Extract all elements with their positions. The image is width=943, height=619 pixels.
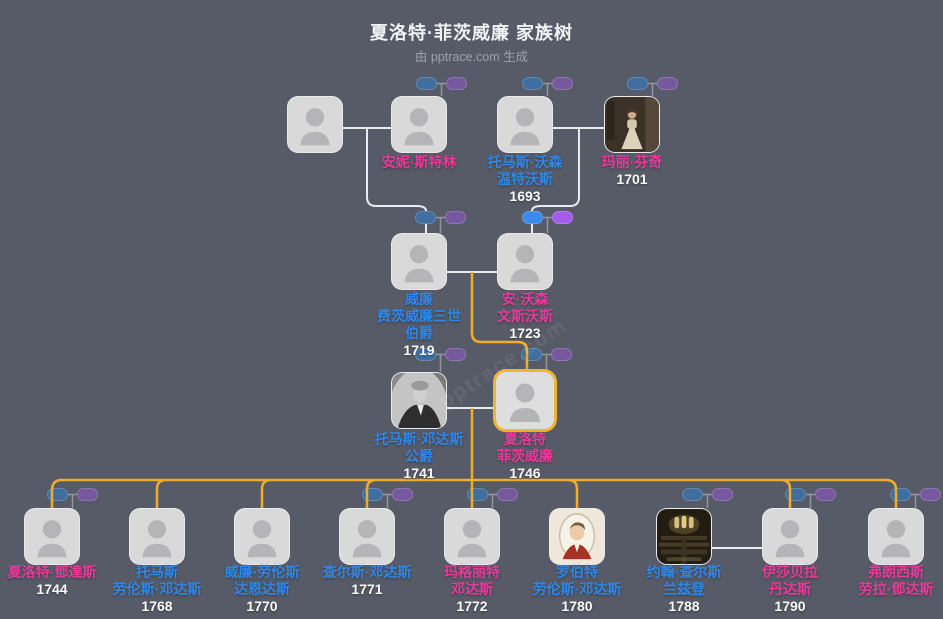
person-card-g2p1[interactable]	[391, 233, 447, 290]
person-label-c9: 弗朗西斯 劳拉·鄧达斯	[858, 564, 934, 597]
person-card-c4[interactable]	[339, 508, 395, 565]
person-card-g1p3[interactable]	[497, 96, 553, 153]
page-title: 夏洛特·菲茨威廉 家族树	[370, 23, 573, 43]
mother-pill[interactable]	[920, 488, 941, 501]
person-silhouette-icon	[881, 520, 911, 558]
person-card-g3p1[interactable]	[391, 372, 447, 429]
person-card-g2p2[interactable]	[497, 233, 553, 290]
person-silhouette-icon	[510, 108, 540, 146]
person-card-c2[interactable]	[129, 508, 185, 565]
person-label-c4: 查尔斯·邓达斯 1771	[322, 564, 412, 597]
father-pill[interactable]	[416, 77, 437, 90]
person-silhouette-icon	[457, 520, 487, 558]
person-label-c6: 罗伯特 劳伦斯·邓达斯 1780	[532, 564, 622, 614]
person-silhouette-icon	[404, 245, 434, 283]
mother-pill[interactable]	[815, 488, 836, 501]
person-silhouette-icon	[404, 108, 434, 146]
person-card-c9[interactable]	[868, 508, 924, 565]
mother-pill[interactable]	[446, 77, 467, 90]
person-label-c3: 威廉·劳伦斯 达恩达斯 1770	[224, 564, 300, 614]
portrait-mary-finch	[605, 97, 659, 152]
person-silhouette-icon	[300, 108, 330, 146]
mother-pill[interactable]	[551, 348, 572, 361]
person-label-g1p3: 托马斯·沃森 温特沃斯 1693	[487, 154, 563, 204]
person-label-g3p2: 夏洛特 菲茨威廉 1746	[497, 431, 553, 481]
person-label-g3p1: 托马斯·邓达斯 公爵 1741	[374, 431, 464, 481]
mother-pill[interactable]	[552, 77, 573, 90]
person-silhouette-icon	[775, 520, 805, 558]
mother-pill[interactable]	[77, 488, 98, 501]
mother-pill[interactable]	[712, 488, 733, 501]
person-label-c8: 伊莎贝拉 丹达斯 1790	[762, 564, 818, 614]
person-card-g1p1[interactable]	[287, 96, 343, 153]
person-label-c7: 约翰·查尔斯 兰兹登 1788	[646, 564, 722, 614]
person-label-g2p2: 安·沃森 文斯沃斯 1723	[497, 291, 553, 341]
person-card-c5[interactable]	[444, 508, 500, 565]
person-label-c2: 托马斯 劳伦斯·邓达斯 1768	[112, 564, 202, 614]
person-card-g1p4[interactable]	[604, 96, 660, 153]
father-pill[interactable]	[522, 211, 543, 224]
portrait-john-parliament	[657, 509, 711, 564]
person-silhouette-icon	[247, 520, 277, 558]
person-silhouette-icon	[510, 383, 540, 422]
person-card-g1p2[interactable]	[391, 96, 447, 153]
portrait-thomas-dundas	[392, 373, 446, 428]
father-pill[interactable]	[627, 77, 648, 90]
person-card-c7[interactable]	[656, 508, 712, 565]
person-card-c8[interactable]	[762, 508, 818, 565]
father-pill[interactable]	[415, 348, 436, 361]
person-silhouette-icon	[142, 520, 172, 558]
person-card-c6[interactable]	[549, 508, 605, 565]
person-card-g3p2-root[interactable]	[493, 369, 557, 432]
person-label-g1p2: 安妮·斯特林	[381, 154, 457, 170]
father-pill[interactable]	[682, 488, 703, 501]
father-pill[interactable]	[522, 77, 543, 90]
person-card-c1[interactable]	[24, 508, 80, 565]
generated-by-caption: 由 pptrace.com 生成	[414, 50, 529, 64]
person-silhouette-icon	[37, 520, 67, 558]
person-card-c3[interactable]	[234, 508, 290, 565]
father-pill[interactable]	[415, 211, 436, 224]
person-label-c1: 夏洛特·鄧達斯 1744	[7, 564, 97, 597]
mother-pill[interactable]	[657, 77, 678, 90]
mother-pill[interactable]	[497, 488, 518, 501]
person-label-g2p1: 威廉 费茨威廉三世 伯爵 1719	[377, 291, 461, 358]
mother-pill[interactable]	[392, 488, 413, 501]
person-silhouette-icon	[352, 520, 382, 558]
person-silhouette-icon	[510, 245, 540, 283]
person-label-c5: 玛格丽特 邓达斯 1772	[444, 564, 500, 614]
person-label-g1p4: 玛丽·芬奇 1701	[601, 154, 663, 187]
mother-pill[interactable]	[445, 348, 466, 361]
mother-pill[interactable]	[552, 211, 573, 224]
portrait-robert-dundas	[550, 509, 604, 564]
mother-pill[interactable]	[445, 211, 466, 224]
